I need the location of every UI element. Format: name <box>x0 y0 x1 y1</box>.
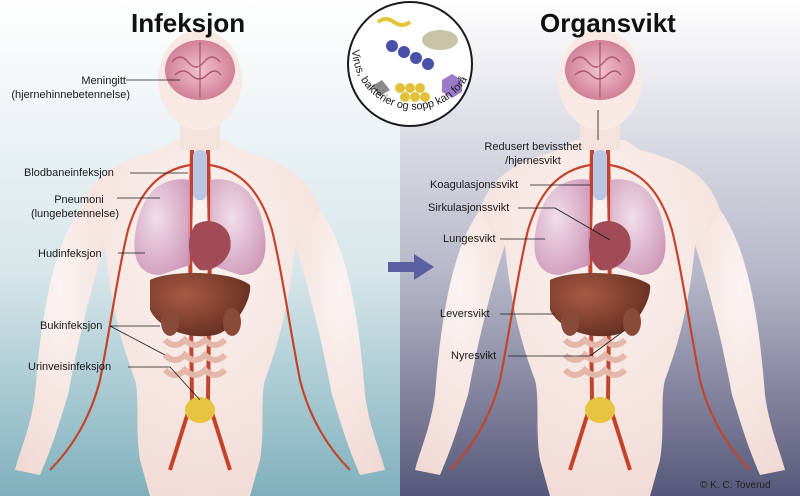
label-lungesvikt: Lungesvikt <box>443 232 496 246</box>
label-meningitt: Meningitt <box>30 74 126 88</box>
label-meningitt-sub: (hjernehinnebetennelse) <box>0 88 130 102</box>
label-hjernesvikt: /hjernesvikt <box>468 154 598 168</box>
left-title: Infeksjon <box>131 8 245 39</box>
label-nyresvikt: Nyresvikt <box>451 349 496 363</box>
label-leversvikt: Leversvikt <box>440 307 490 321</box>
copyright-credit: © K. C. Toverud <box>700 480 771 491</box>
label-hudinfeksjon: Hudinfeksjon <box>38 247 102 261</box>
label-blodbaneinfeksjon: Blodbaneinfeksjon <box>24 166 114 180</box>
label-bukinfeksjon: Bukinfeksjon <box>40 319 102 333</box>
label-sirkulasjonssvikt: Sirkulasjonssvikt <box>428 201 509 215</box>
label-redusert-bevissthet: Redusert bevissthet <box>468 140 598 154</box>
right-title: Organsvikt <box>540 8 676 39</box>
label-koagulasjonssvikt: Koagulasjonssvikt <box>430 178 518 192</box>
label-pneumoni-sub: (lungebetennelse) <box>20 207 130 221</box>
label-pneumoni: Pneumoni <box>34 193 124 207</box>
label-urinveisinfeksjon: Urinveisinfeksjon <box>28 360 111 374</box>
